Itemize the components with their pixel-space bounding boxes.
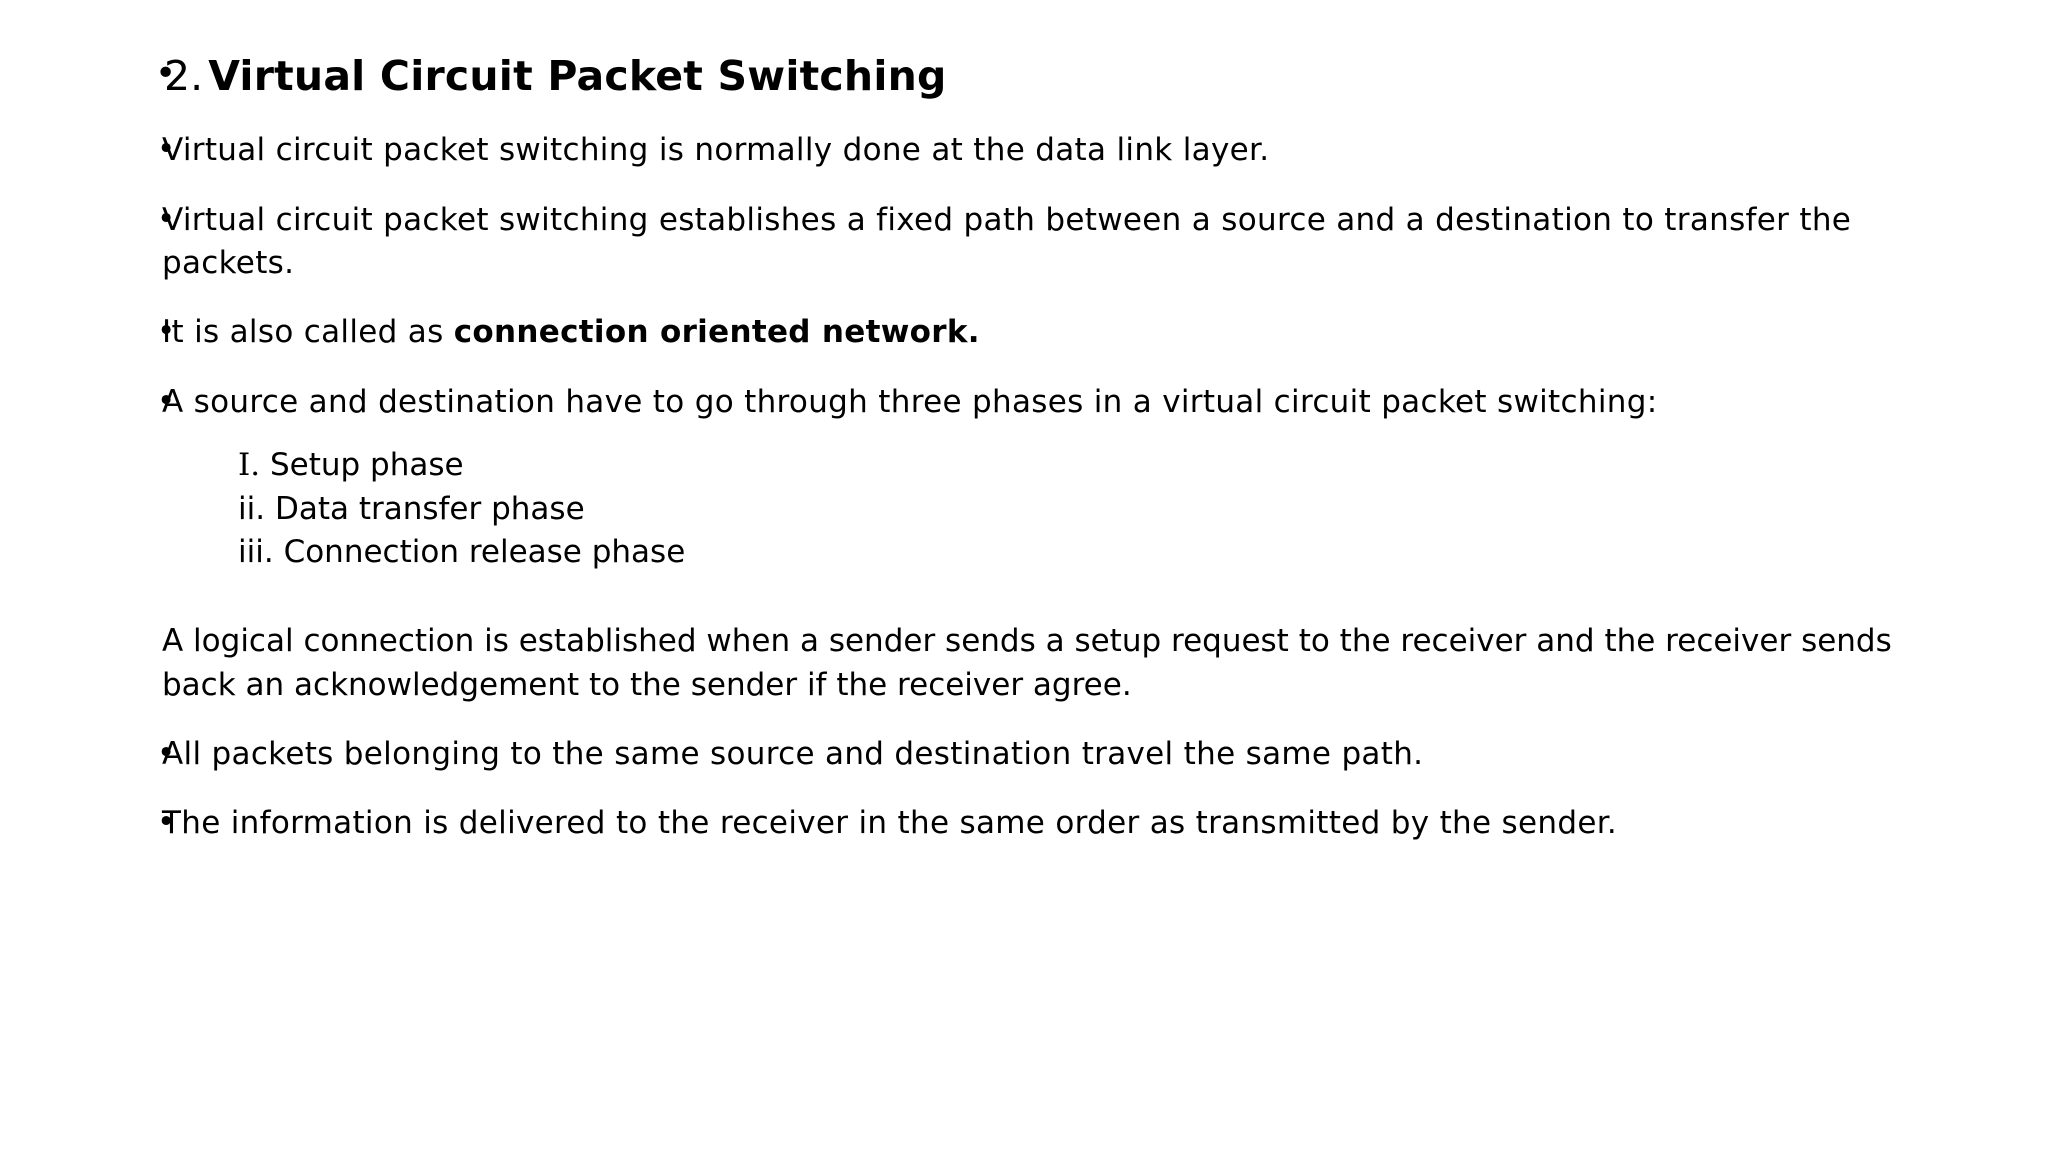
list-item-emphasis: connection oriented network.	[453, 314, 980, 351]
phase-marker: iii.	[238, 533, 274, 570]
list-item-text: Virtual circuit packet switching is norm…	[162, 132, 1270, 169]
phase-item: I. Setup phase	[238, 444, 1940, 487]
list-item: • A source and destination have to go th…	[120, 381, 1940, 424]
phase-label: Data transfer phase	[274, 490, 585, 527]
slide-title-row: • 2. Virtual Circuit Packet Switching	[120, 52, 1940, 101]
page-title: 2. Virtual Circuit Packet Switching	[164, 52, 947, 101]
bullet-icon: •	[157, 200, 176, 237]
phase-label: Connection release phase	[283, 533, 686, 570]
phase-marker: I.	[238, 447, 261, 484]
phase-label: Setup phase	[269, 447, 464, 484]
list-item-text: All packets belonging to the same source…	[162, 736, 1424, 773]
list-item: • It is also called as connection orient…	[120, 311, 1940, 354]
bullet-icon: •	[157, 313, 176, 350]
list-item: • Virtual circuit packet switching estab…	[120, 199, 1940, 286]
list-item-text: It is also called as connection oriented…	[162, 311, 1940, 354]
list-item-lead: It is also called as	[162, 314, 454, 351]
phase-marker: ii.	[238, 490, 266, 527]
list-item: • All packets belonging to the same sour…	[120, 733, 1940, 776]
title-text: Virtual Circuit Packet Switching	[208, 52, 947, 100]
vertical-spacer	[120, 574, 1940, 620]
phase-item: iii. Connection release phase	[238, 531, 1940, 574]
title-number: 2.	[164, 52, 204, 100]
list-item: • The information is delivered to the re…	[120, 802, 1940, 845]
body-paragraph: A logical connection is established when…	[162, 623, 1892, 703]
bullet-icon: •	[157, 382, 176, 419]
list-item-text: The information is delivered to the rece…	[162, 805, 1618, 842]
list-item-text: Virtual circuit packet switching establi…	[162, 201, 1852, 281]
list-item: • Virtual circuit packet switching is no…	[120, 129, 1940, 172]
bullet-icon: •	[157, 804, 176, 841]
bullet-icon: •	[157, 735, 176, 772]
list-item-text: A source and destination have to go thro…	[162, 383, 1658, 420]
bullet-icon: •	[155, 53, 177, 94]
phase-item: ii. Data transfer phase	[238, 488, 1940, 531]
slide-body: • 2. Virtual Circuit Packet Switching • …	[120, 52, 1940, 846]
bullet-icon: •	[157, 131, 176, 168]
phases-list: I. Setup phase ii. Data transfer phase i…	[120, 444, 1940, 574]
